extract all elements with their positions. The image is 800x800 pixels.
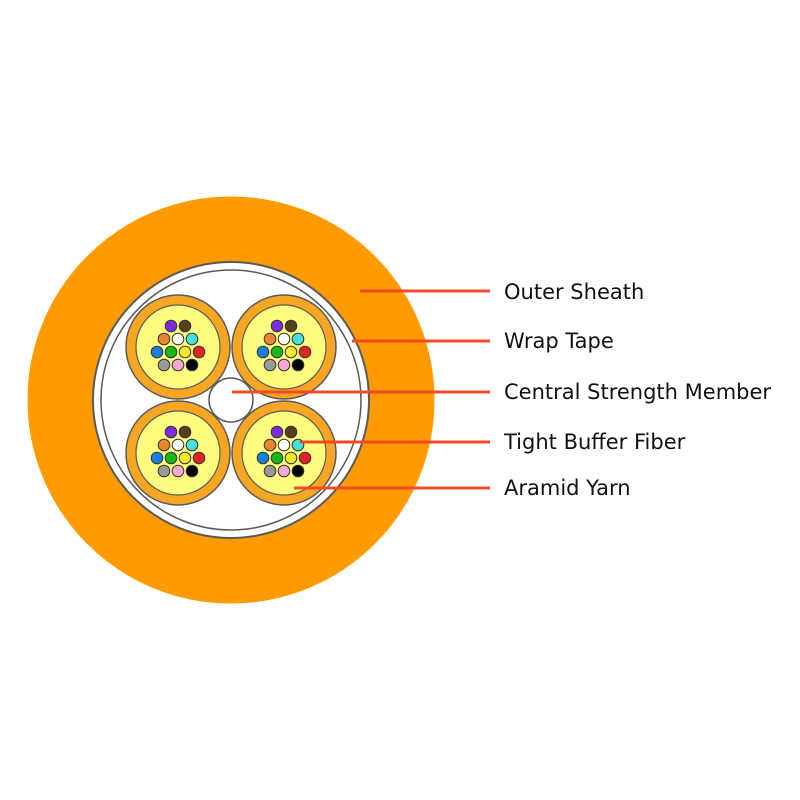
- tight-buffer-fiber: [270, 319, 284, 333]
- label-tight-buffer-fiber: Tight Buffer Fiber: [503, 430, 686, 454]
- tight-buffer-fiber: [178, 451, 192, 465]
- aramid-yarn: [135, 410, 221, 496]
- tight-buffer-fiber: [171, 464, 185, 478]
- tight-buffer-fiber: [291, 464, 305, 478]
- tight-buffer-fiber: [157, 332, 171, 346]
- aramid-yarn: [241, 410, 327, 496]
- label-outer-sheath: Outer Sheath: [504, 280, 644, 304]
- tight-buffer-fiber: [298, 345, 312, 359]
- tight-buffer-fiber: [277, 438, 291, 452]
- tight-buffer-fiber: [284, 319, 298, 333]
- tight-buffer-fiber: [256, 345, 270, 359]
- tight-buffer-fiber: [277, 332, 291, 346]
- tight-buffer-fiber: [171, 332, 185, 346]
- tight-buffer-fiber: [150, 345, 164, 359]
- tight-buffer-fiber: [178, 319, 192, 333]
- tight-buffer-fiber: [171, 438, 185, 452]
- tight-buffer-fiber: [284, 425, 298, 439]
- tight-buffer-fiber: [185, 438, 199, 452]
- tight-buffer-fiber: [164, 425, 178, 439]
- tight-buffer-fiber: [178, 345, 192, 359]
- tight-buffer-fiber: [270, 451, 284, 465]
- tight-buffer-fiber: [270, 345, 284, 359]
- tight-buffer-fiber: [185, 332, 199, 346]
- tight-buffer-fiber: [164, 319, 178, 333]
- tight-buffer-fiber: [263, 464, 277, 478]
- tight-buffer-fiber: [256, 451, 270, 465]
- aramid-yarn: [135, 304, 221, 390]
- tight-buffer-fiber: [185, 358, 199, 372]
- tight-buffer-fiber: [157, 464, 171, 478]
- tight-buffer-fiber: [150, 451, 164, 465]
- tight-buffer-fiber: [284, 451, 298, 465]
- tight-buffer-fiber: [284, 345, 298, 359]
- wrap-tape-inner-line: [100, 269, 362, 531]
- tight-buffer-fiber: [291, 358, 305, 372]
- tight-buffer-fiber: [178, 425, 192, 439]
- label-wrap-tape: Wrap Tape: [504, 329, 614, 353]
- tight-buffer-fiber: [277, 464, 291, 478]
- tight-buffer-fiber: [263, 438, 277, 452]
- tight-buffer-fiber: [263, 332, 277, 346]
- tight-buffer-fiber: [291, 332, 305, 346]
- tight-buffer-fiber: [192, 345, 206, 359]
- tight-buffer-fiber: [157, 438, 171, 452]
- tight-buffer-fiber: [277, 358, 291, 372]
- label-aramid-yarn: Aramid Yarn: [504, 476, 631, 500]
- tight-buffer-fiber: [263, 358, 277, 372]
- aramid-yarn: [241, 304, 327, 390]
- tight-buffer-fiber: [298, 451, 312, 465]
- tight-buffer-fiber: [171, 358, 185, 372]
- label-central-strength-member: Central Strength Member: [504, 380, 771, 404]
- tight-buffer-fiber: [192, 451, 206, 465]
- tight-buffer-fiber: [157, 358, 171, 372]
- tight-buffer-fiber: [270, 425, 284, 439]
- tight-buffer-units: [125, 294, 337, 506]
- tight-buffer-fiber: [164, 451, 178, 465]
- tight-buffer-fiber: [185, 464, 199, 478]
- central-strength-member: [208, 377, 254, 423]
- tight-buffer-fiber: [164, 345, 178, 359]
